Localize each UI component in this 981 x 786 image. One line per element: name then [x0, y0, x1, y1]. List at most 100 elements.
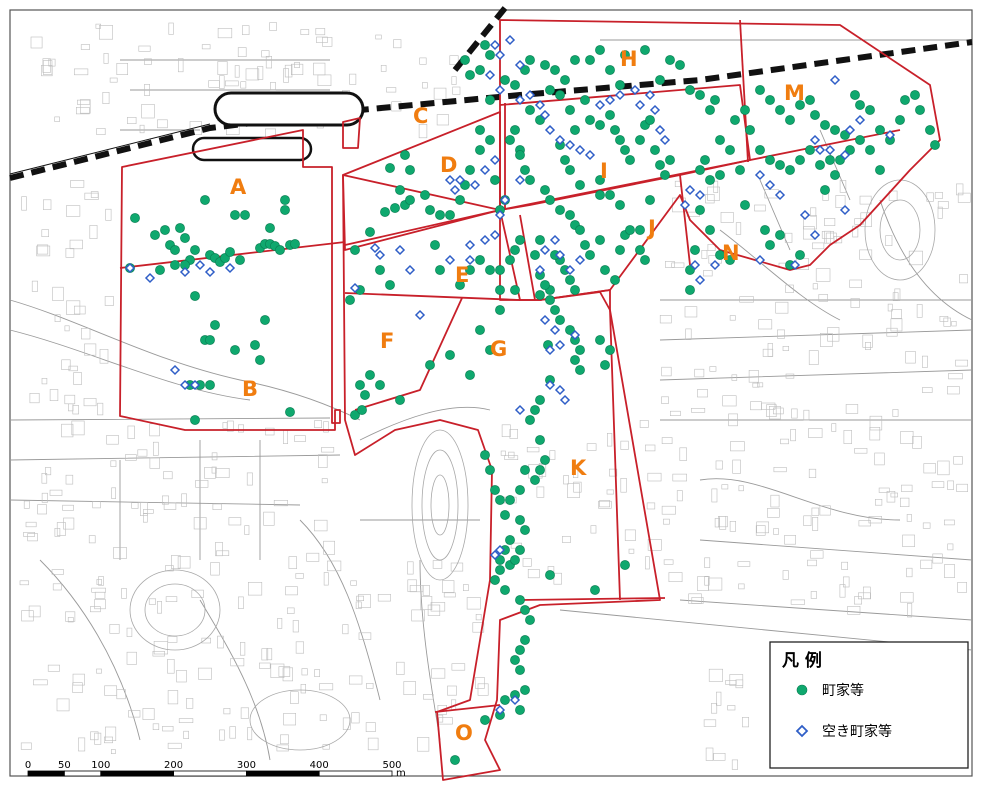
vacant-machiya-marker — [809, 229, 821, 241]
building-outline — [784, 232, 793, 243]
machiya-marker — [580, 240, 590, 250]
building-outline — [715, 691, 722, 706]
vacant-machiya-marker — [569, 329, 581, 341]
blue-diamond-icon — [795, 724, 809, 738]
building-outline — [647, 539, 662, 551]
machiya-marker — [595, 335, 605, 345]
vacant-machiya-marker — [224, 262, 236, 274]
machiya-marker — [695, 165, 705, 175]
machiya-marker — [635, 245, 645, 255]
building-outline — [430, 602, 446, 612]
building-outline — [572, 466, 579, 478]
machiya-marker — [740, 105, 750, 115]
building-outline — [261, 648, 269, 661]
scale-tick-label: 400 — [310, 760, 329, 771]
building-outline — [143, 513, 148, 523]
machiya-marker — [360, 390, 370, 400]
building-outline — [727, 705, 736, 711]
building-outline — [646, 502, 656, 510]
machiya-marker — [190, 291, 200, 301]
building-outline — [620, 477, 627, 493]
building-outline — [923, 463, 936, 474]
building-outline — [30, 36, 43, 49]
building-outline — [67, 617, 74, 623]
building-outline — [37, 504, 47, 515]
building-outline — [711, 488, 718, 503]
building-outline — [907, 603, 913, 618]
building-outline — [899, 497, 910, 508]
machiya-marker — [515, 665, 525, 675]
machiya-marker — [550, 65, 560, 75]
building-outline — [319, 683, 334, 691]
building-outline — [451, 663, 466, 671]
machiya-marker — [490, 575, 500, 585]
machiya-marker — [495, 285, 505, 295]
vacant-machiya-marker — [204, 266, 216, 278]
machiya-marker — [565, 165, 575, 175]
machiya-marker — [540, 185, 550, 195]
building-outline — [230, 658, 245, 667]
vacant-machiya-marker — [489, 549, 501, 561]
machiya-marker — [160, 225, 170, 235]
building-outline — [148, 598, 156, 605]
building-outline — [323, 540, 335, 555]
building-outline — [348, 675, 363, 685]
building-outline — [697, 389, 708, 398]
building-outline — [238, 424, 244, 433]
scale-unit: m — [396, 768, 406, 779]
building-outline — [730, 441, 745, 452]
vacant-machiya-marker — [194, 259, 206, 271]
zone-label-j: J — [646, 216, 656, 240]
building-outline — [684, 306, 698, 318]
building-outline — [563, 475, 569, 485]
building-outline — [176, 669, 187, 683]
building-outline — [729, 674, 744, 686]
machiya-marker — [490, 175, 500, 185]
machiya-marker — [570, 285, 580, 295]
building-outline — [109, 624, 120, 634]
building-outline — [702, 270, 713, 277]
machiya-marker — [825, 155, 835, 165]
vacant-machiya-marker — [654, 124, 666, 136]
machiya-marker — [290, 239, 300, 249]
building-outline — [288, 556, 297, 569]
vacant-machiya-marker — [169, 364, 181, 376]
machiya-marker — [350, 245, 360, 255]
building-outline — [393, 39, 402, 49]
building-outline — [229, 726, 236, 739]
building-outline — [708, 668, 724, 682]
machiya-marker — [525, 415, 535, 425]
building-outline — [225, 80, 239, 87]
building-outline — [770, 494, 780, 508]
vacant-machiya-marker — [854, 114, 866, 126]
building-outline — [901, 484, 913, 492]
building-outline — [19, 580, 29, 586]
building-outline — [436, 114, 449, 126]
building-outline — [181, 493, 187, 507]
machiya-marker — [830, 170, 840, 180]
machiya-marker — [520, 465, 530, 475]
vacant-machiya-marker — [809, 134, 821, 146]
building-outline — [676, 490, 683, 502]
building-outline — [91, 587, 106, 593]
building-outline — [42, 199, 52, 210]
building-outline — [163, 502, 177, 510]
machiya-marker — [540, 60, 550, 70]
building-outline — [858, 592, 871, 600]
building-outline — [959, 274, 968, 284]
machiya-marker — [235, 255, 245, 265]
building-outline — [44, 467, 52, 476]
building-outline — [707, 244, 716, 251]
machiya-marker — [345, 295, 355, 305]
building-outline — [301, 668, 308, 676]
machiya-marker — [515, 485, 525, 495]
machiya-marker — [515, 235, 525, 245]
building-outline — [536, 486, 545, 498]
building-outline — [102, 92, 110, 105]
building-outline — [427, 604, 441, 616]
vacant-machiya-marker — [489, 229, 501, 241]
machiya-marker — [615, 135, 625, 145]
machiya-marker — [155, 265, 165, 275]
vacant-machiya-marker — [584, 149, 596, 161]
vacant-machiya-marker — [554, 249, 566, 261]
